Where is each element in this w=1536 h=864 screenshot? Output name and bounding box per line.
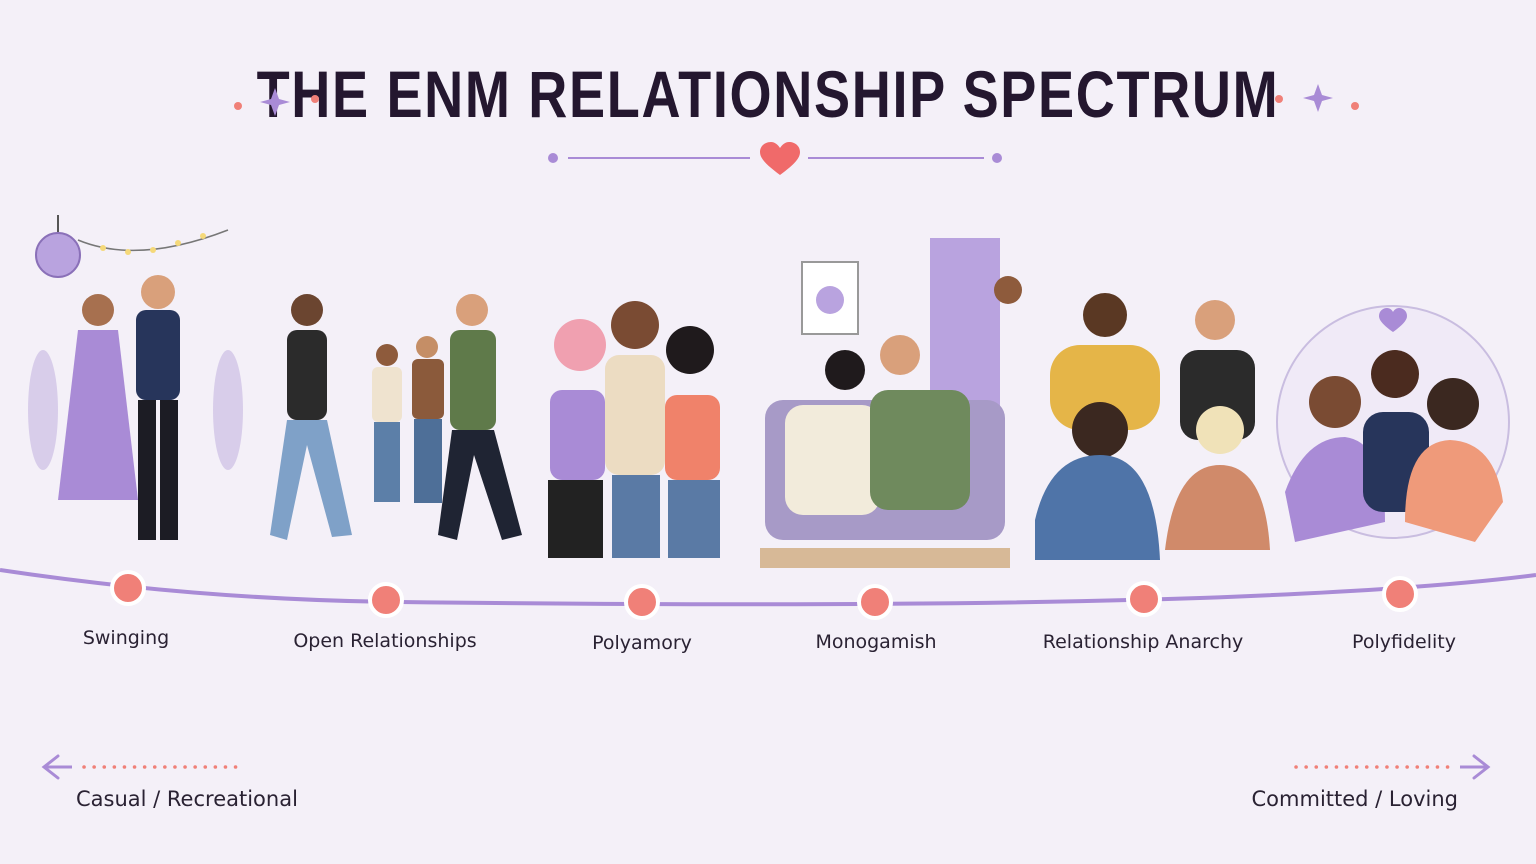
title-decoration-right	[1275, 84, 1359, 112]
stage-label-swinging: Swinging	[82, 627, 170, 649]
heart-icon	[1379, 308, 1407, 332]
spectrum-line	[0, 568, 1536, 620]
right-arrow-icon	[1294, 754, 1491, 780]
stage-label-polyfidelity: Polyfidelity	[1352, 631, 1456, 653]
page-title: THE ENM RELATIONSHIP SPECTRUM	[256, 57, 1280, 131]
title-divider	[548, 142, 1002, 175]
left-end-label: Casual / Recreational	[76, 787, 298, 811]
relationship-anarchy-illustration	[1035, 293, 1270, 560]
right-end-label: Committed / Loving	[1251, 787, 1458, 811]
swinging-illustration	[28, 215, 243, 540]
stage-label-relationship-anarchy: Relationship Anarchy	[1042, 631, 1244, 653]
left-arrow-icon	[41, 754, 245, 780]
title-decoration-left	[234, 88, 319, 116]
polyfidelity-illustration	[1276, 305, 1510, 542]
polyamory-illustration	[548, 301, 720, 558]
sparkle-icon	[260, 88, 290, 116]
heart-icon	[760, 142, 800, 175]
spectrum-marker	[110, 570, 1418, 620]
stage-label-monogamish: Monogamish	[815, 631, 937, 653]
monogamish-illustration	[760, 238, 1022, 568]
sparkle-icon	[1303, 84, 1333, 112]
stage-label-open-relationships: Open Relationships	[293, 630, 477, 652]
stage-label-polyamory: Polyamory	[592, 632, 692, 654]
open-relationships-illustration	[270, 294, 522, 540]
